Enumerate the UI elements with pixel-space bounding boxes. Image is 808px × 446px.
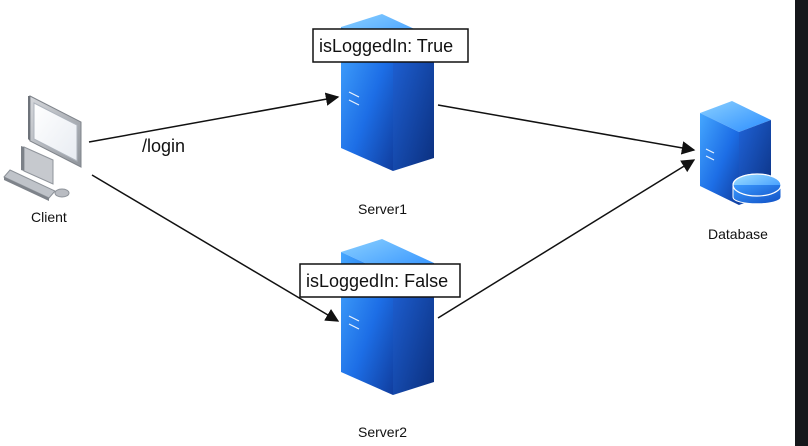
server2-node: isLoggedIn: False Server2: [299, 239, 461, 440]
database-server-icon: [700, 101, 782, 205]
client-to-server2-arrow: [91, 174, 340, 322]
server1-state-label: isLoggedIn: True: [319, 36, 453, 56]
server-icon: [341, 239, 434, 395]
server1-node: isLoggedIn: True Server1: [312, 14, 469, 217]
server1-state-box: [312, 28, 469, 63]
server1-to-database-arrow: [437, 104, 696, 155]
server1-label: Server1: [358, 201, 407, 217]
server2-state-label: isLoggedIn: False: [306, 271, 448, 291]
client-to-server1-arrow: [88, 92, 340, 143]
connection-lines: [88, 92, 696, 322]
server2-label: Server2: [358, 424, 407, 440]
client-label: Client: [31, 209, 67, 225]
database-node: Database: [700, 101, 782, 242]
server2-to-database-arrow: [437, 159, 696, 319]
desktop-computer-icon: [3, 95, 82, 201]
right-side-rail: [795, 0, 808, 446]
login-edge-label: /login: [142, 136, 185, 156]
client-node: Client: [3, 95, 82, 225]
server2-state-box: [299, 263, 461, 298]
database-label: Database: [708, 226, 768, 242]
